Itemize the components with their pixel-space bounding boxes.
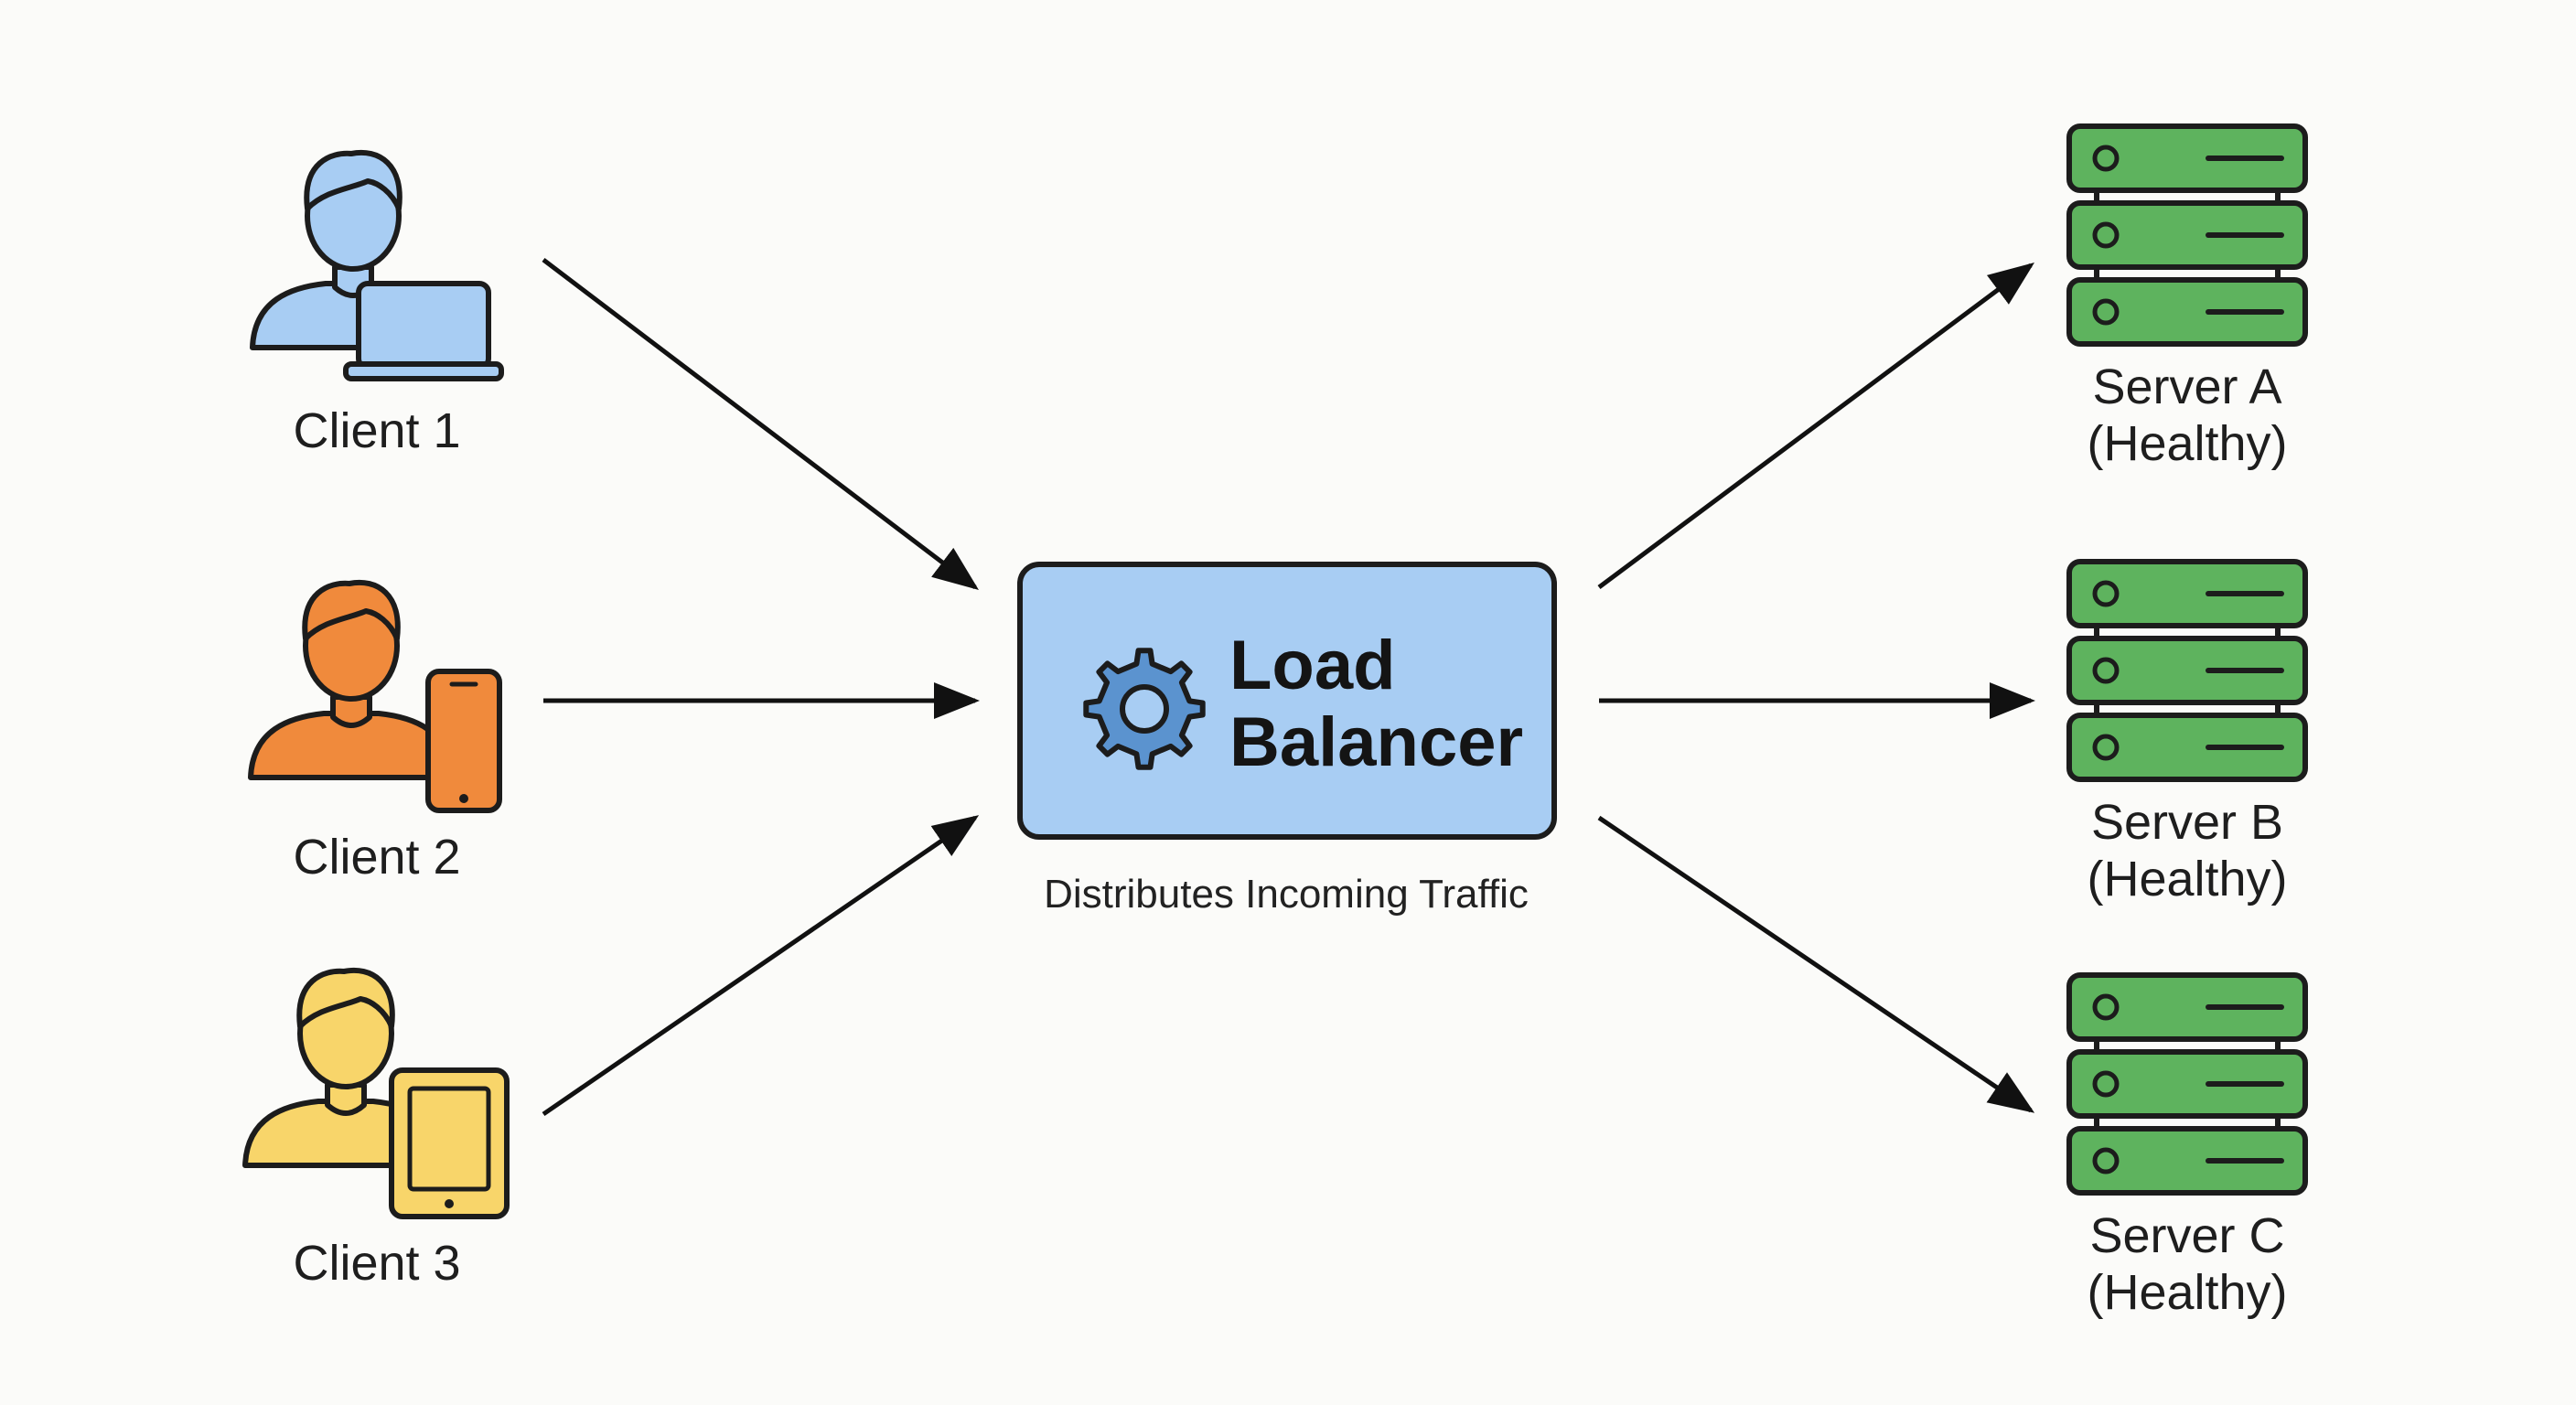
server-c-name: Server C [2089,1208,2285,1263]
server-a-label: Server A (Healthy) [1995,359,2379,472]
server-a-name: Server A [2092,359,2282,414]
client-3-icon [245,971,510,1219]
client-1-icon [252,153,504,381]
load-balancer-title: Load Balancer [1229,627,1523,781]
client-2-icon [251,583,502,813]
load-balancer-caption: Distributes Incoming Traffic [1044,872,1529,917]
arrow-load-balancer-to-server-c [1597,815,2035,1113]
load-balancer-title-line-1: Load [1229,627,1396,704]
server-c-status: (Healthy) [2087,1265,2288,1320]
server-b-name: Server B [2090,795,2284,850]
client-2-label: Client 2 [293,830,461,885]
tablet-icon [389,1067,510,1219]
server-a-status: (Healthy) [2087,416,2288,471]
smartphone-icon [425,669,502,813]
client-1-label: Client 1 [293,403,461,458]
server-c-icon [2069,975,2305,1193]
load-balancer-box: Load Balancer [1017,562,1557,840]
server-b-label: Server B (Healthy) [1995,794,2379,907]
laptop-icon [343,281,504,381]
server-c-label: Server C (Healthy) [1995,1207,2379,1321]
arrow-client-1-to-load-balancer [542,258,979,591]
load-balancer-title-line-2: Balancer [1229,703,1524,781]
client-3-label: Client 3 [293,1236,461,1291]
arrow-client-3-to-load-balancer [542,815,980,1117]
gear-icon [1083,648,1206,770]
server-a-icon [2069,126,2305,344]
person-icon [251,583,452,778]
arrow-load-balancer-to-server-a [1597,263,2035,590]
server-b-icon [2069,562,2305,779]
server-b-status: (Healthy) [2087,852,2288,906]
